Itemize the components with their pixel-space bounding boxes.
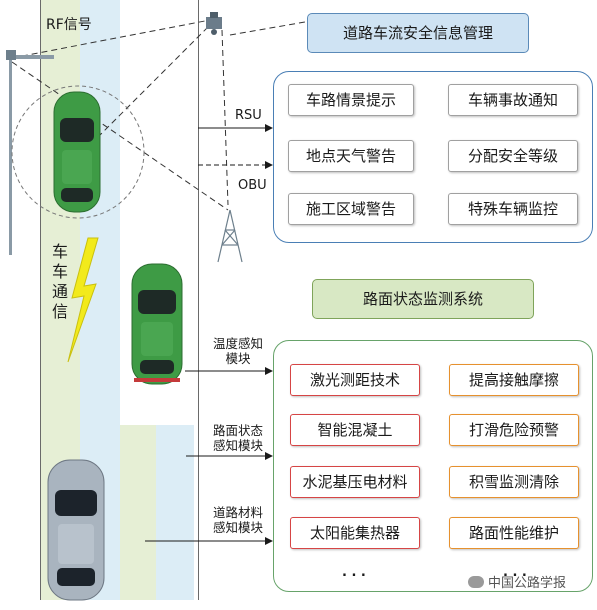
traffic-title: 道路车流安全信息管理 [307,13,529,53]
car-grey-bottom-icon [47,459,105,601]
traffic-item: 车辆事故通知 [448,84,578,116]
traffic-item: 地点天气警告 [288,140,414,172]
v2v-char: 通 [51,282,68,301]
rf-signal-label: RF信号 [46,17,92,33]
car-green-middle-icon [131,263,183,385]
rf-signal-line [229,21,306,36]
surface-function-item: 路面性能维护 [449,517,579,549]
v2v-char: 车 [51,242,68,261]
surface-function-item: 提高接触摩擦 [449,364,579,396]
sensor-label-material: 道路材料 感知模块 [203,505,273,535]
sensor-label-line: 道路材料 [212,505,263,520]
sensor-label-temperature: 温度感知 模块 [203,336,273,366]
street-light-icon [6,50,54,255]
surface-function-item: 积雪监测清除 [449,466,579,498]
road-edge-line [198,0,199,600]
road-edge-line [40,0,41,600]
roadside-block-blue [156,425,194,600]
traffic-item: 特殊车辆监控 [448,193,578,225]
obu-label: OBU [238,178,267,193]
lightning-icon [67,237,99,363]
surface-tech-item: 太阳能集热器 [290,517,420,549]
ellipsis: . . . [503,565,527,580]
surface-tech-item: 智能混凝土 [290,414,420,446]
car-green-top-icon [53,91,101,213]
wechat-icon [468,575,484,588]
sensor-label-line: 路面状态 [212,423,263,438]
rf-signal-line [221,29,229,206]
roadside-block-green [120,425,156,600]
traffic-item: 施工区域警告 [288,193,414,225]
sensor-label-line: 模块 [225,351,251,366]
watermark-text: 中国公路学报 [488,576,567,591]
sensor-label-surface: 路面状态 感知模块 [203,423,273,453]
surface-title: 路面状态监测系统 [312,279,534,319]
surface-function-item: 打滑危险预警 [449,414,579,446]
rf-signal-line [11,61,229,211]
sensor-label-line: 温度感知 [212,336,263,351]
rsu-label: RSU [235,108,262,123]
ellipsis: . . . [342,565,366,580]
v2v-char: 车 [51,262,68,281]
sensor-label-line: 感知模块 [212,520,263,535]
satellite-icon [206,12,222,35]
sensor-label-line: 感知模块 [212,438,263,453]
signal-tower-icon [217,209,243,263]
rf-signal-line [11,19,211,59]
watermark: 中国公路学报 [468,572,566,591]
traffic-item: 分配安全等级 [448,140,578,172]
surface-tech-item: 水泥基压电材料 [290,466,420,498]
coverage-circle [11,85,145,219]
rf-signal-line [99,19,216,136]
surface-tech-item: 激光测距技术 [290,364,420,396]
v2v-char: 信 [51,302,68,321]
traffic-item: 车路情景提示 [288,84,414,116]
